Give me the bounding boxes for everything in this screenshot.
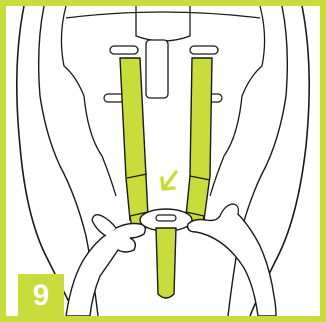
car-seat-illustration bbox=[6, 6, 320, 316]
harness-strap-left bbox=[120, 58, 148, 220]
harness-strap-right bbox=[186, 58, 212, 220]
right-harness-slot-upper bbox=[190, 46, 218, 54]
left-harness-slot-upper bbox=[110, 46, 138, 54]
headrest-center bbox=[136, 6, 190, 41]
right-hand-icon bbox=[188, 210, 276, 316]
left-harness-slot-lower bbox=[104, 94, 124, 102]
top-edge bbox=[66, 12, 260, 18]
step-number-badge: 9 bbox=[18, 274, 64, 318]
down-left-arrow-icon bbox=[162, 172, 176, 189]
center-column bbox=[146, 40, 168, 98]
buckle-slot bbox=[156, 215, 176, 221]
left-hand-icon bbox=[66, 224, 145, 317]
crotch-buckle-tongue bbox=[156, 228, 176, 298]
